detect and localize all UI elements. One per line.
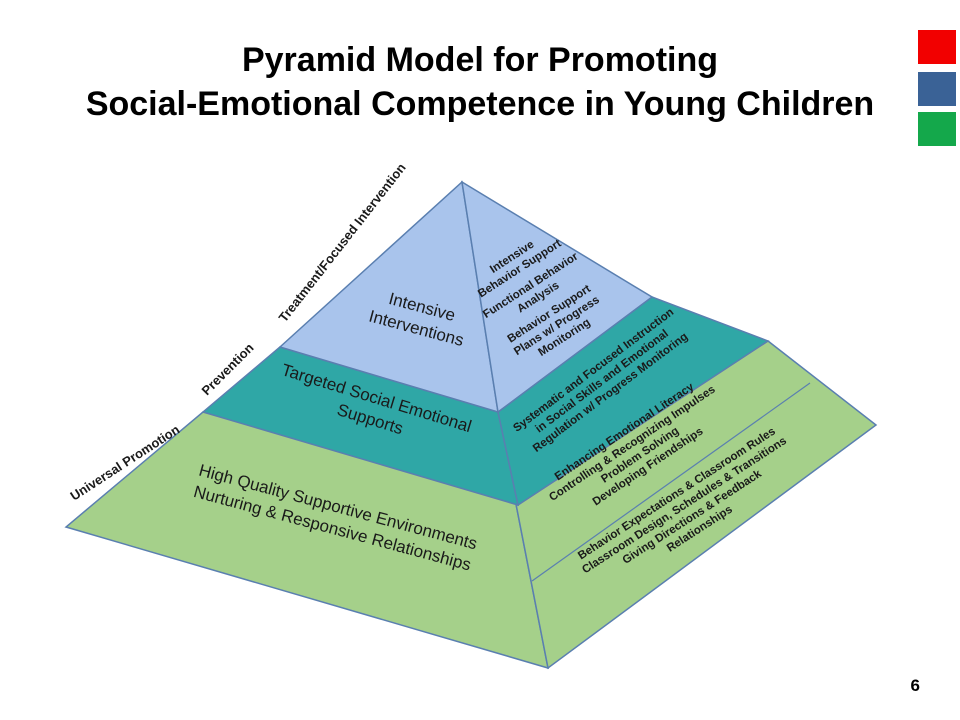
green-square-icon — [918, 112, 956, 146]
blue-square-icon — [918, 72, 956, 106]
title-line-2: Social-Emotional Competence in Young Chi… — [85, 85, 875, 123]
page-number: 6 — [910, 676, 920, 695]
red-square-icon — [918, 30, 956, 64]
bottom-side-divider — [531, 382, 811, 582]
top-side-face — [461, 180, 654, 414]
title-line-1: Pyramid Model for Promoting — [241, 41, 719, 79]
page-title: Pyramid Model for Promoting Social-Emoti… — [0, 38, 960, 126]
